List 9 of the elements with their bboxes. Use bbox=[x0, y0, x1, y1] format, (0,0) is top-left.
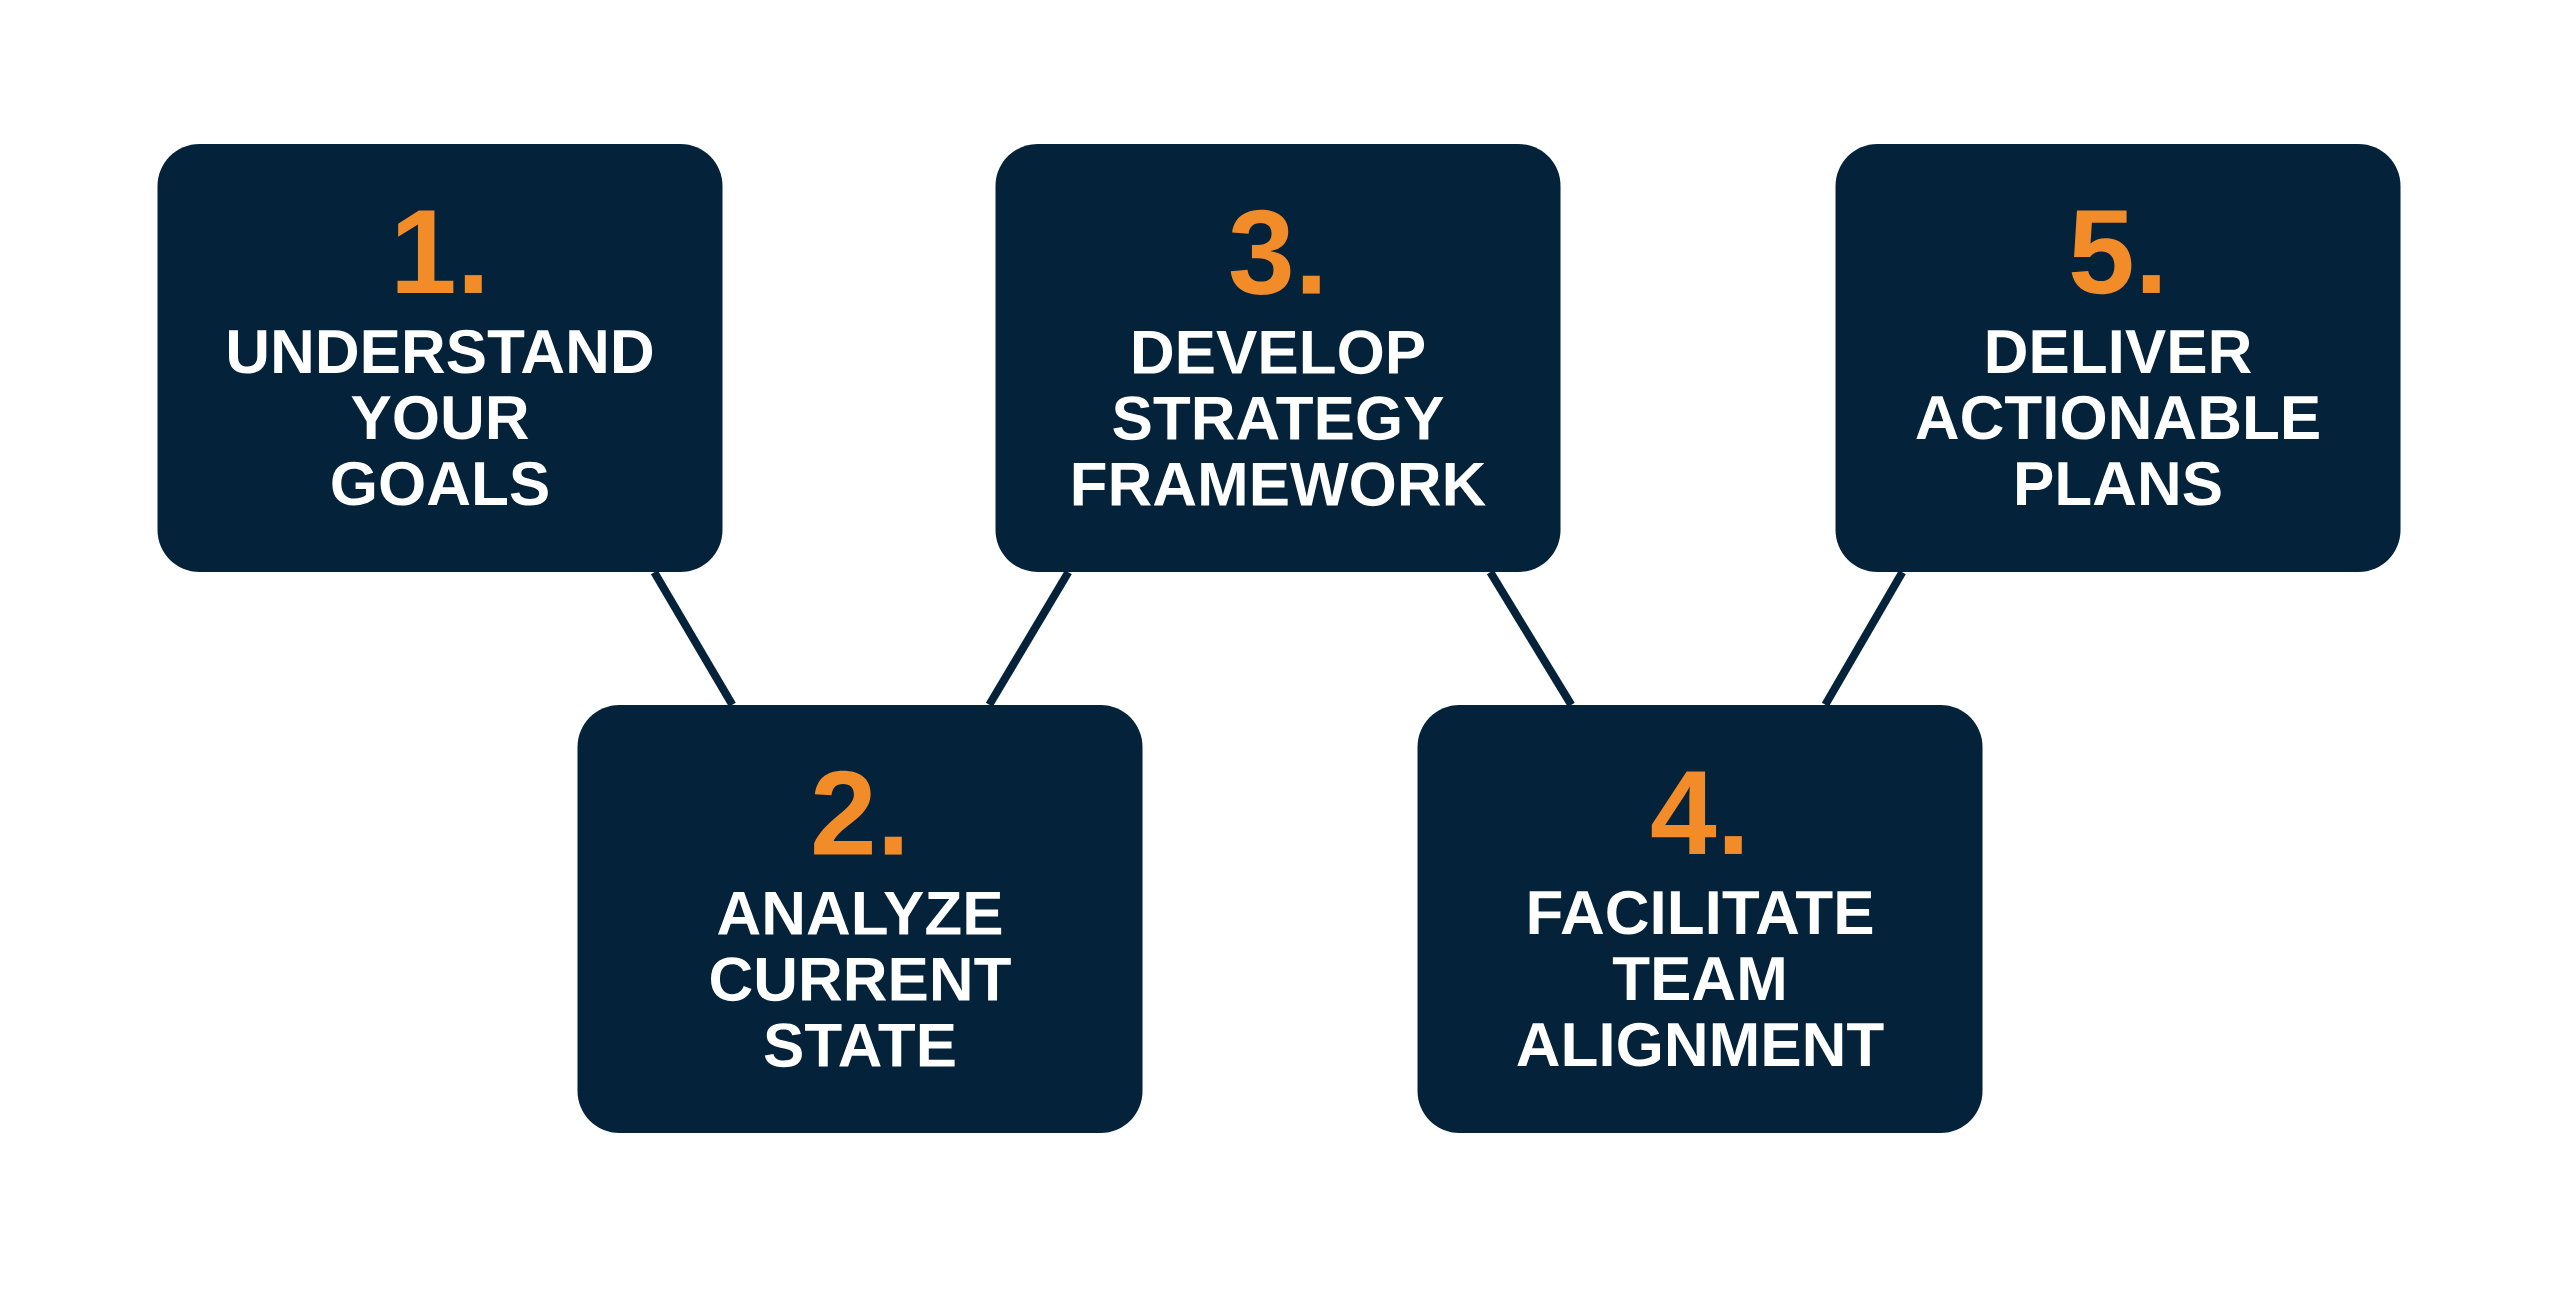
connector-line bbox=[650, 570, 736, 707]
step-box: 2. ANALYZE CURRENT STATE bbox=[577, 705, 1143, 1133]
step-box: 1. UNDERSTAND YOUR GOALS bbox=[157, 144, 723, 572]
step-box: 3. DEVELOP STRATEGY FRAMEWORK bbox=[995, 144, 1561, 572]
connector-line bbox=[1486, 570, 1575, 707]
step-box: 4. FACILITATE TEAM ALIGNMENT bbox=[1417, 705, 1983, 1133]
connector-line bbox=[1821, 570, 1906, 707]
connector-line bbox=[985, 570, 1072, 707]
step-box: 5. DELIVER ACTIONABLE PLANS bbox=[1835, 144, 2401, 572]
